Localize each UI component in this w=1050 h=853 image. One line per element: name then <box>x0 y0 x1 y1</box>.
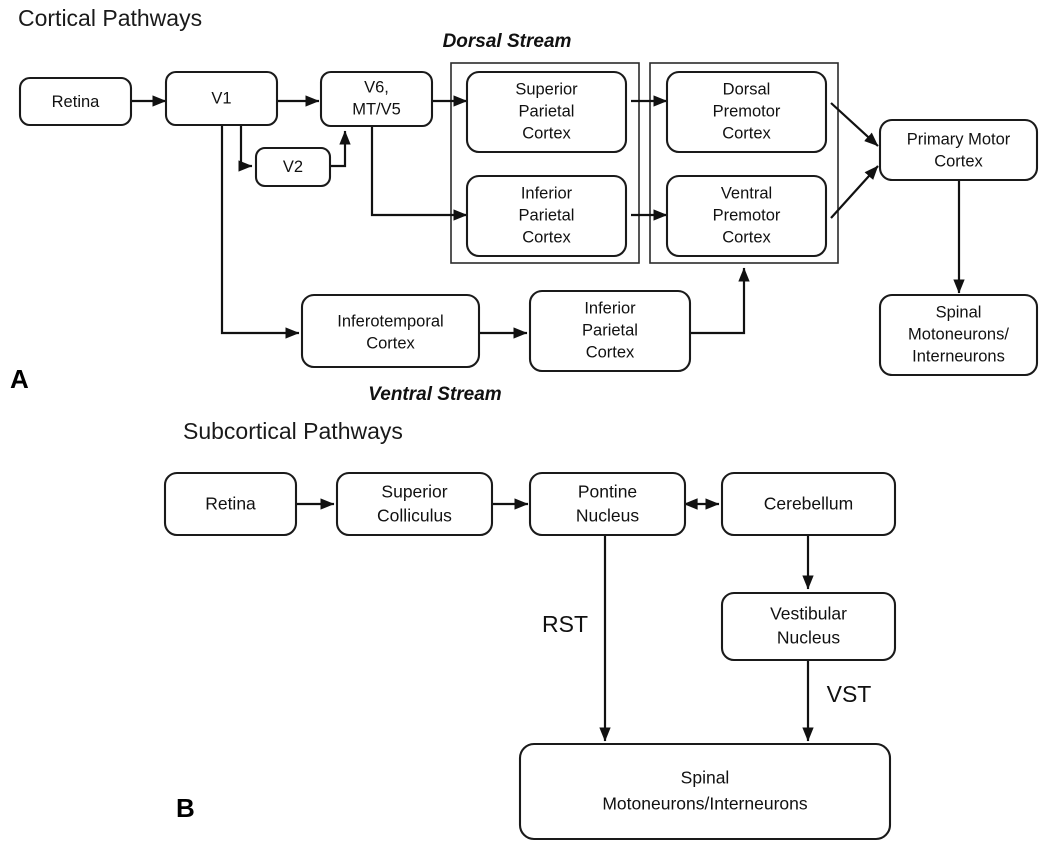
node-pontine-nucleus-label-line1: Pontine <box>578 482 637 502</box>
node-cerebellum-rect[interactable] <box>720 471 897 537</box>
node-superior-parietal-cortex-rect[interactable] <box>465 70 628 154</box>
edge-v1-v2 <box>238 125 253 172</box>
node-v2-rect[interactable] <box>254 146 332 188</box>
node-v1[interactable]: V1 <box>164 70 279 127</box>
node-superior-colliculus-label-line2: Colliculus <box>377 506 452 526</box>
node-spinal-motoneurons-b-rect[interactable] <box>518 742 892 841</box>
node-pontine-nucleus-label-line2: Nucleus <box>576 506 639 526</box>
node-ventral-premotor-cortex-label-line1: Ventral <box>721 184 772 202</box>
node-cerebellum[interactable]: Cerebellum <box>720 471 897 537</box>
edge-v2-v6mt <box>330 130 351 168</box>
panel-b-title: Subcortical Pathways <box>183 418 403 444</box>
node-primary-motor-cortex-rect[interactable] <box>878 118 1039 182</box>
tract-label-rst: RST <box>542 611 588 637</box>
node-superior-colliculus-rect[interactable] <box>335 471 494 537</box>
node-dorsal-premotor-cortex-label-line3: Cortex <box>722 124 771 142</box>
node-inferior-parietal-cortex-dorsal-label-line3: Cortex <box>522 228 571 246</box>
tract-label-vst: VST <box>827 681 872 707</box>
panel-a: Cortical Pathways A Dorsal Stream Ventra… <box>10 5 1039 405</box>
edge-ventral-premotor-primary-motor <box>830 165 879 219</box>
node-dorsal-premotor-cortex-rect[interactable] <box>665 70 828 154</box>
node-inferotemporal-cortex[interactable]: Inferotemporal Cortex <box>300 293 481 369</box>
node-inferior-parietal-cortex-ventral-rect[interactable] <box>528 289 692 373</box>
node-inferior-parietal-cortex-dorsal-label-line2: Parietal <box>519 206 575 224</box>
node-retina-a[interactable]: Retina <box>18 76 133 127</box>
panel-a-title: Cortical Pathways <box>18 5 202 31</box>
node-pontine-nucleus-rect[interactable] <box>528 471 687 537</box>
dorsal-parietal-group <box>450 62 640 264</box>
node-inferior-parietal-cortex-dorsal-label-line1: Inferior <box>521 184 573 202</box>
panel-b: Subcortical Pathways B RST VST Retina Su… <box>163 418 897 841</box>
node-vestibular-nucleus-label-line2: Nucleus <box>777 628 840 648</box>
panel-a-letter: A <box>10 364 29 394</box>
node-inferior-parietal-cortex-dorsal-rect[interactable] <box>465 174 628 258</box>
node-inferior-parietal-cortex-ventral-label-line2: Parietal <box>582 321 638 339</box>
node-inferior-parietal-cortex-dorsal[interactable]: Inferior Parietal Cortex <box>465 174 628 258</box>
node-retina-b[interactable]: Retina <box>163 471 298 537</box>
node-v2[interactable]: V2 <box>254 146 332 188</box>
node-vestibular-nucleus[interactable]: Vestibular Nucleus <box>720 591 897 662</box>
node-primary-motor-cortex-label-line2: Cortex <box>934 152 983 170</box>
node-primary-motor-cortex[interactable]: Primary Motor Cortex <box>878 118 1039 182</box>
node-inferior-parietal-cortex-ventral-label-line1: Inferior <box>584 299 636 317</box>
ventral-stream-label: Ventral Stream <box>368 384 502 405</box>
node-pontine-nucleus[interactable]: Pontine Nucleus <box>528 471 687 537</box>
node-retina-b-label: Retina <box>205 494 256 514</box>
premotor-group <box>649 62 839 264</box>
node-spinal-motoneurons-b[interactable]: Spinal Motoneurons/Interneurons <box>518 742 892 841</box>
node-inferotemporal-cortex-label-line1: Inferotemporal <box>337 312 443 330</box>
node-v6-mt-v5-label-line1: V6, <box>364 78 389 96</box>
node-v6-mt-v5[interactable]: V6, MT/V5 <box>319 70 434 128</box>
node-superior-parietal-cortex-label-line1: Superior <box>515 80 578 98</box>
edge-v6mt-inferior-parietal <box>370 126 468 221</box>
node-dorsal-premotor-cortex[interactable]: Dorsal Premotor Cortex <box>665 70 828 154</box>
node-spinal-motoneurons-a-label-line1: Spinal <box>936 303 982 321</box>
node-superior-colliculus[interactable]: Superior Colliculus <box>335 471 494 537</box>
node-superior-parietal-cortex-label-line2: Parietal <box>519 102 575 120</box>
node-vestibular-nucleus-rect[interactable] <box>720 591 897 662</box>
edge-v1-inferotemporal <box>220 126 300 339</box>
node-ventral-premotor-cortex-rect[interactable] <box>665 174 828 258</box>
node-spinal-motoneurons-a[interactable]: Spinal Motoneurons/ Interneurons <box>878 293 1039 377</box>
node-dorsal-premotor-cortex-label-line2: Premotor <box>713 102 781 120</box>
node-inferior-parietal-cortex-ventral-label-line3: Cortex <box>586 343 635 361</box>
node-retina-b-rect[interactable] <box>163 471 298 537</box>
dorsal-stream-label: Dorsal Stream <box>443 31 572 52</box>
node-v6-mt-v5-label-line2: MT/V5 <box>352 100 401 118</box>
node-v6-mt-v5-rect[interactable] <box>319 70 434 128</box>
node-ventral-premotor-cortex-label-line2: Premotor <box>713 206 781 224</box>
node-dorsal-premotor-cortex-label-line1: Dorsal <box>723 80 771 98</box>
node-v1-rect[interactable] <box>164 70 279 127</box>
node-v1-label: V1 <box>211 89 231 107</box>
node-superior-parietal-cortex-label-line3: Cortex <box>522 124 571 142</box>
node-retina-a-rect[interactable] <box>18 76 133 127</box>
node-spinal-motoneurons-b-label-line1: Spinal <box>681 768 730 788</box>
node-v2-label: V2 <box>283 158 303 176</box>
node-primary-motor-cortex-label-line1: Primary Motor <box>907 130 1011 148</box>
node-spinal-motoneurons-a-rect[interactable] <box>878 293 1039 377</box>
node-retina-a-label: Retina <box>52 93 101 111</box>
node-spinal-motoneurons-b-label-line2: Motoneurons/Interneurons <box>602 794 808 814</box>
node-ventral-premotor-cortex[interactable]: Ventral Premotor Cortex <box>665 174 828 258</box>
node-spinal-motoneurons-a-label-line3: Interneurons <box>912 347 1005 365</box>
node-inferotemporal-cortex-rect[interactable] <box>300 293 481 369</box>
node-cerebellum-label: Cerebellum <box>764 494 853 514</box>
node-inferior-parietal-cortex-ventral[interactable]: Inferior Parietal Cortex <box>528 289 692 373</box>
edge-inferior-parietal-ventral-premotor-2 <box>690 267 750 335</box>
node-superior-colliculus-label-line1: Superior <box>381 482 447 502</box>
node-spinal-motoneurons-a-label-line2: Motoneurons/ <box>908 325 1009 343</box>
edge-dorsal-premotor-primary-motor <box>830 102 879 147</box>
node-vestibular-nucleus-label-line1: Vestibular <box>770 604 847 624</box>
node-inferotemporal-cortex-label-line2: Cortex <box>366 334 415 352</box>
panel-b-letter: B <box>176 793 195 823</box>
node-superior-parietal-cortex[interactable]: Superior Parietal Cortex <box>465 70 628 154</box>
node-ventral-premotor-cortex-label-line3: Cortex <box>722 228 771 246</box>
